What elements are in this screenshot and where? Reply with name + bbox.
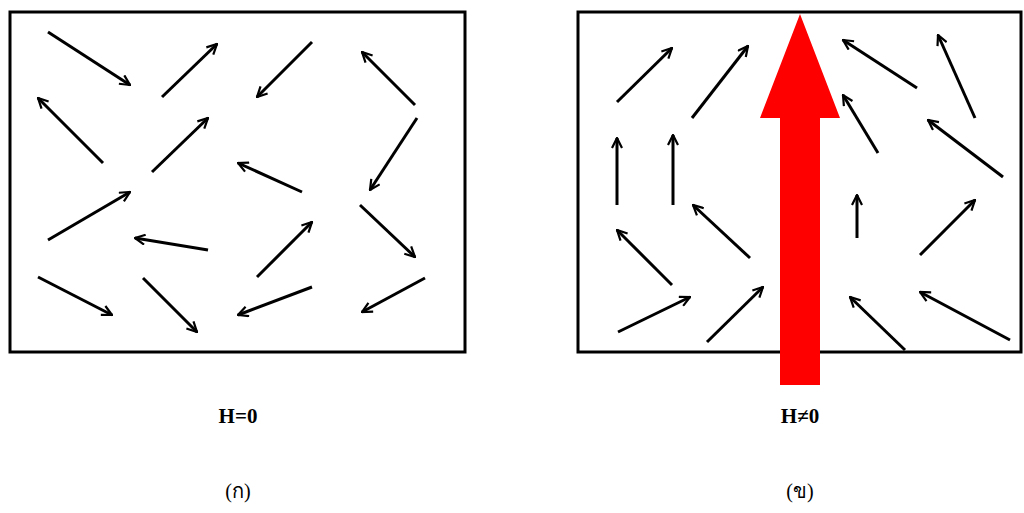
field-arrow xyxy=(760,14,840,385)
field-label: H≠0 xyxy=(781,404,819,429)
panel-label: (ข) xyxy=(786,475,813,507)
panel-label: (ก) xyxy=(225,475,250,507)
spin-arrows-random xyxy=(38,32,425,332)
panel-frame xyxy=(10,12,465,352)
field-label: H=0 xyxy=(219,404,258,429)
